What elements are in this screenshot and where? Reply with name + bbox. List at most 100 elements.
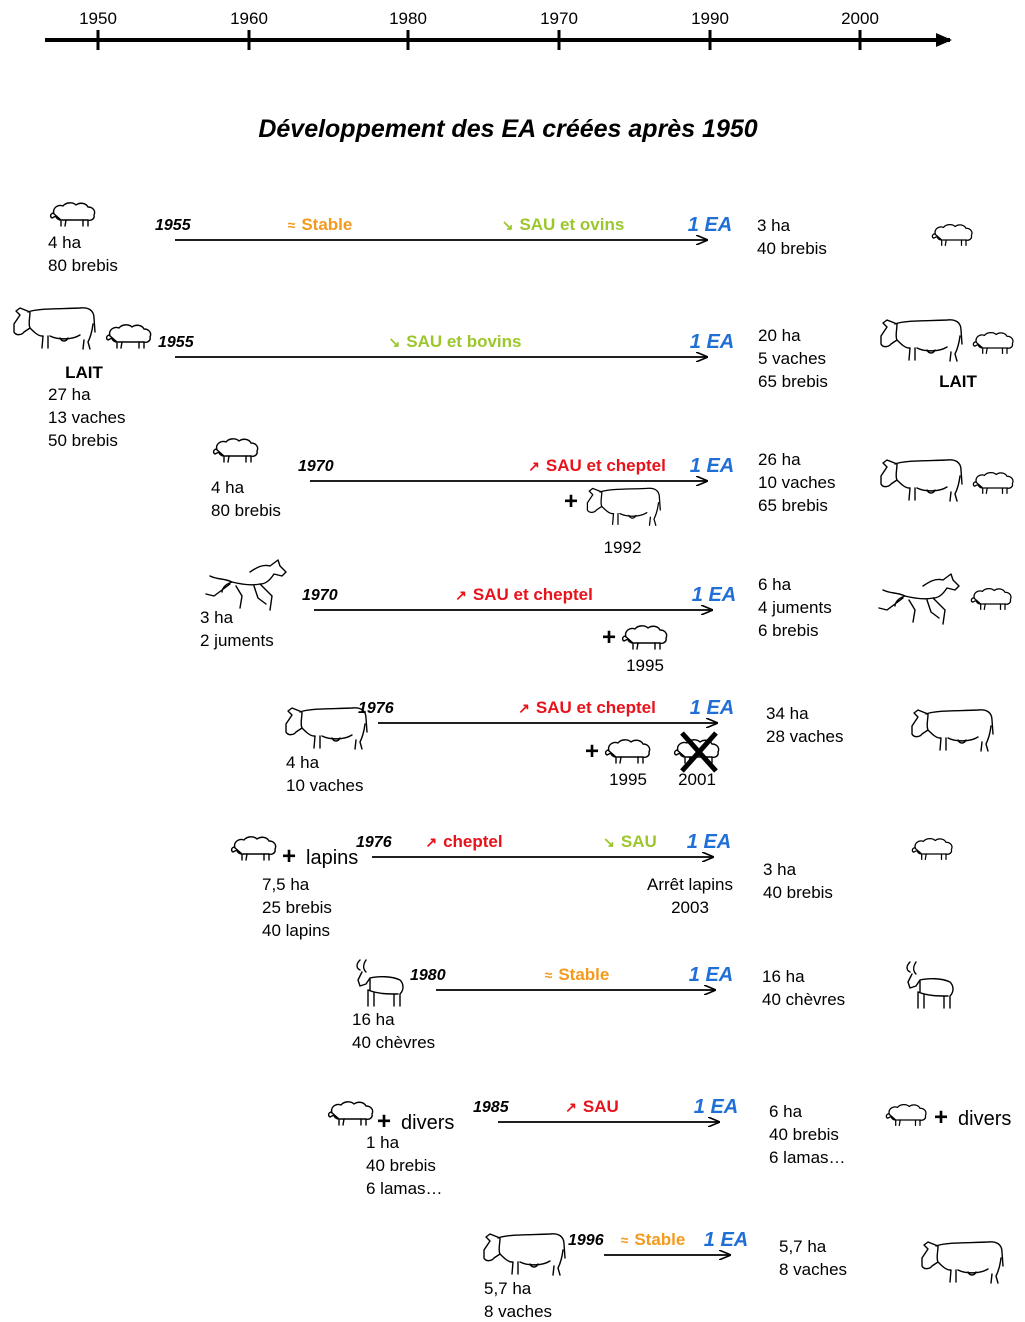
- plus-sign: +: [585, 738, 599, 765]
- cow-icon: [483, 1233, 566, 1276]
- end-info-line: 6 ha: [758, 575, 792, 594]
- timeline-tick-label: 1960: [230, 9, 268, 28]
- trend-symbol: ↗: [565, 1099, 577, 1115]
- trend-text: SAU et cheptel: [546, 456, 666, 475]
- result-ea: 1 EA: [689, 964, 733, 986]
- cow-icon: [13, 307, 96, 350]
- start-extra-label: divers: [401, 1112, 454, 1134]
- trend-text: Stable: [558, 965, 609, 984]
- trend-symbol: ↗: [528, 458, 540, 474]
- plus-sign: +: [602, 624, 616, 651]
- start-info-line: 1 ha: [366, 1133, 400, 1152]
- trend-text: SAU: [583, 1097, 619, 1116]
- timeline-tick-label: 1950: [79, 9, 117, 28]
- start-info-line: 7,5 ha: [262, 875, 310, 894]
- timeline-tick-label: 1990: [691, 9, 729, 28]
- trend-text: SAU et cheptel: [473, 585, 593, 604]
- result-ea: 1 EA: [690, 697, 734, 719]
- sheep-icon: [970, 587, 1012, 611]
- start-info-line: 3 ha: [200, 608, 234, 627]
- start-year: 1996: [568, 1232, 604, 1249]
- sheep-icon: [931, 223, 973, 247]
- cross-mark-icon: [680, 731, 718, 773]
- trend-text: SAU et bovins: [406, 332, 521, 351]
- note-line: 2003: [671, 898, 709, 917]
- end-info-line: 6 ha: [769, 1102, 803, 1121]
- end-info-line: 8 vaches: [779, 1260, 847, 1279]
- trend-symbol: ↗: [518, 700, 530, 716]
- trend-label: ≈Stable: [545, 965, 610, 984]
- end-info-line: 3 ha: [763, 860, 797, 879]
- trend-text: SAU et ovins: [519, 215, 624, 234]
- cow-icon: [880, 459, 963, 502]
- trend-label: ↗ SAU et cheptel: [528, 456, 666, 475]
- end-info-line: 65 brebis: [758, 496, 828, 515]
- sheep-icon: [972, 331, 1014, 355]
- sheep-icon: [212, 438, 259, 463]
- plus-sign: +: [564, 488, 578, 515]
- sheep-icon: [49, 202, 96, 227]
- trend-label: ↘ SAU et bovins: [389, 332, 522, 351]
- end-info-line: 34 ha: [766, 704, 809, 723]
- start-year: 1955: [158, 334, 195, 351]
- start-info-line: 6 lamas…: [366, 1179, 443, 1198]
- sheep-icon: [105, 324, 152, 349]
- addition-year: 1995: [609, 770, 647, 789]
- addition-year: 2001: [678, 770, 716, 789]
- end-info-line: 6 lamas…: [769, 1148, 846, 1167]
- end-info-line: 4 juments: [758, 598, 832, 617]
- trend-label: ≈Stable: [288, 215, 353, 234]
- end-info-line: 5 vaches: [758, 349, 826, 368]
- result-ea: 1 EA: [704, 1229, 748, 1251]
- timeline-tick-label: 1970: [540, 9, 578, 28]
- start-year: 1955: [155, 217, 192, 234]
- start-year: 1970: [302, 587, 338, 604]
- start-info-line: 8 vaches: [484, 1302, 552, 1321]
- trend-label: ↗ SAU et cheptel: [455, 585, 593, 604]
- cow-icon: [586, 487, 661, 526]
- sheep-icon: [327, 1101, 374, 1126]
- trend-label: ↘ SAU: [603, 832, 657, 851]
- trend-symbol: ≈: [621, 1232, 629, 1248]
- sheep-icon: [972, 471, 1014, 495]
- sheep-icon: [885, 1103, 927, 1127]
- start-info-line: 2 juments: [200, 631, 274, 650]
- cow-icon: [921, 1241, 1004, 1284]
- start-info-line: 27 ha: [48, 385, 91, 404]
- sheep-icon: [621, 625, 668, 650]
- cow-icon: [880, 319, 963, 362]
- end-info-line: 40 chèvres: [762, 990, 845, 1009]
- end-info-line: 26 ha: [758, 450, 801, 469]
- start-info-line: 40 chèvres: [352, 1033, 435, 1052]
- result-ea: 1 EA: [690, 455, 734, 477]
- start-info-line: 50 brebis: [48, 431, 118, 450]
- goat-icon: [356, 959, 404, 1007]
- trend-label: ↘ SAU et ovins: [502, 215, 625, 234]
- trend-symbol: ↗: [425, 834, 437, 850]
- trend-text: cheptel: [443, 832, 503, 851]
- end-info-line: 40 brebis: [757, 239, 827, 258]
- start-info-line: 4 ha: [286, 753, 320, 772]
- trend-symbol: ↗: [455, 587, 467, 603]
- trend-symbol: ↘: [389, 334, 401, 350]
- result-ea: 1 EA: [687, 831, 731, 853]
- sheep-crossed-icon: [673, 731, 720, 773]
- start-tag: LAIT: [65, 363, 103, 382]
- plus-sign: +: [282, 843, 296, 870]
- trend-text: SAU: [621, 832, 657, 851]
- end-info-line: 10 vaches: [758, 473, 836, 492]
- end-info-line: 40 brebis: [769, 1125, 839, 1144]
- result-ea: 1 EA: [688, 214, 732, 236]
- horse-icon: [205, 559, 287, 611]
- end-info-line: 6 brebis: [758, 621, 818, 640]
- trend-symbol: ↘: [502, 217, 514, 233]
- trend-symbol: ↘: [603, 834, 615, 850]
- start-info-line: 80 brebis: [211, 501, 281, 520]
- start-year: 1980: [410, 967, 446, 984]
